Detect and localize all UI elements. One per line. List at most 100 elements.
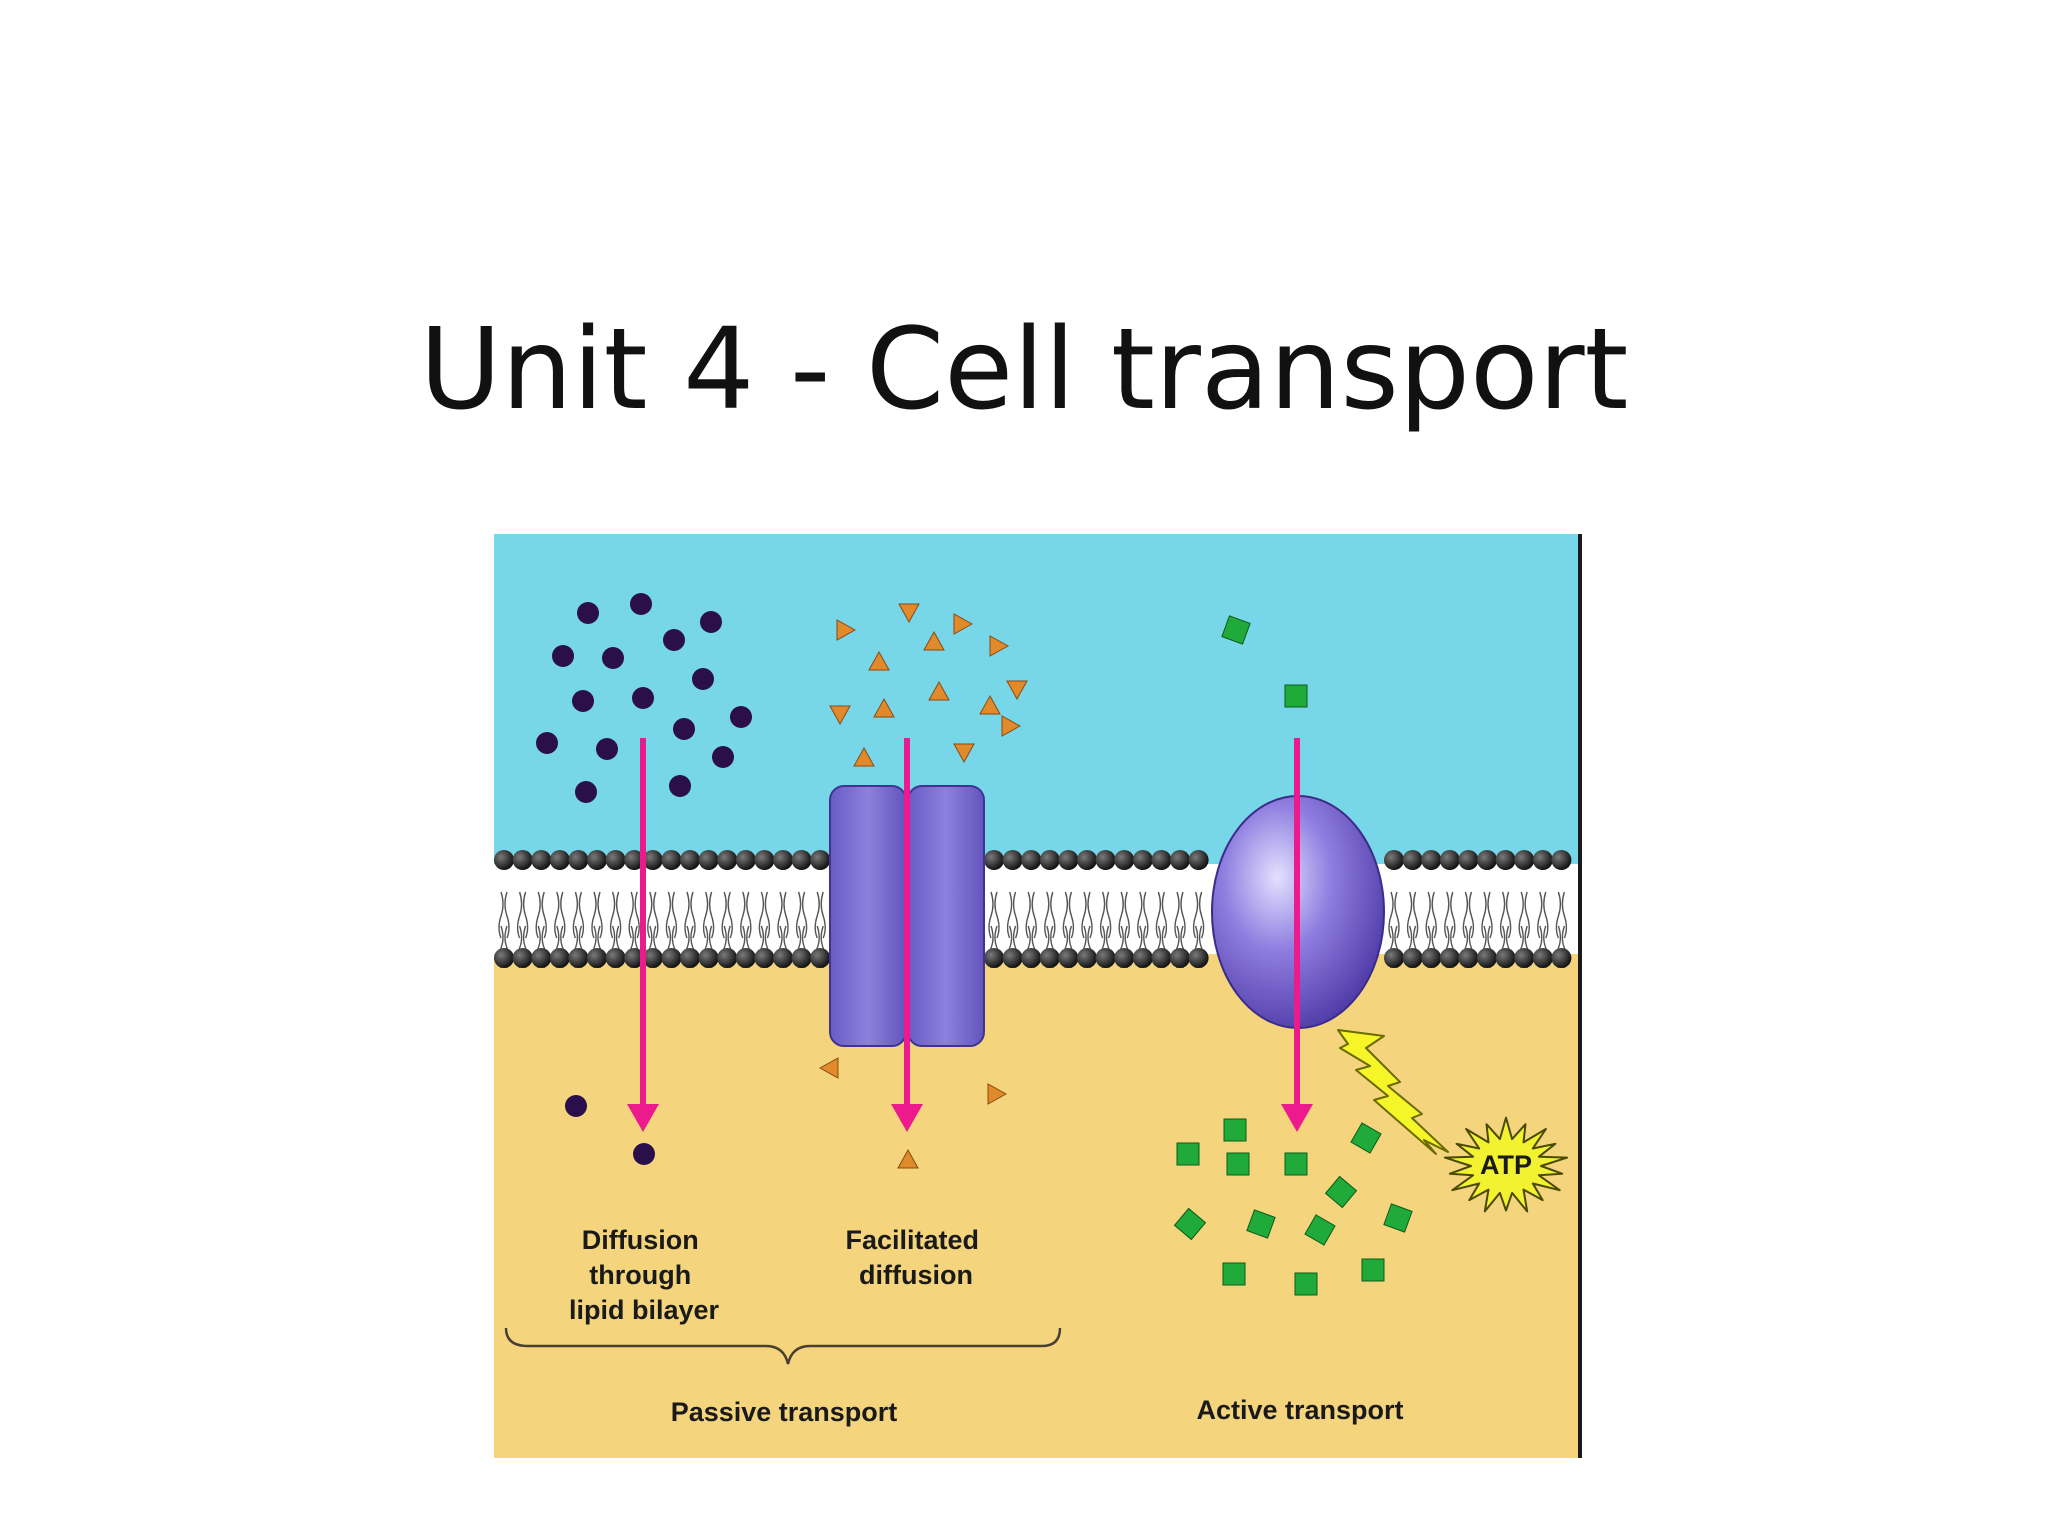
solute-dot xyxy=(572,690,594,712)
solute-dot xyxy=(669,775,691,797)
lipid-tail xyxy=(1155,891,1168,939)
solute-dot xyxy=(673,718,695,740)
lipid-head xyxy=(1384,948,1404,968)
lipid-head xyxy=(680,948,700,968)
lipid-tail xyxy=(1044,891,1056,939)
lipid-head xyxy=(1384,850,1404,870)
solute-triangle xyxy=(853,746,875,767)
lipid-tail xyxy=(1006,891,1019,939)
lipid-head xyxy=(1021,850,1042,870)
energy-bolt-icon xyxy=(1337,1029,1449,1155)
diffusion-label-line-2: through xyxy=(589,1260,691,1290)
membrane-core xyxy=(494,864,1582,954)
diffusion-label: Diffusion through lipid bilayer xyxy=(569,1225,720,1325)
lipid-head xyxy=(1095,948,1116,968)
lipid-head xyxy=(1188,948,1209,968)
lipid-head xyxy=(494,948,514,968)
lipid-tail xyxy=(1118,891,1130,939)
lipid-tail xyxy=(814,891,826,939)
lipid-tail xyxy=(1137,891,1149,939)
lipid-tail xyxy=(516,891,529,939)
lipid-tail xyxy=(591,891,603,939)
lipid-head xyxy=(791,850,812,870)
lipid-head xyxy=(1132,850,1153,870)
lipid-tail xyxy=(1555,891,1568,939)
solute-square xyxy=(1294,1272,1318,1296)
lipid-head xyxy=(698,948,719,968)
diffusion-label-line-1: Diffusion xyxy=(582,1225,699,1255)
lipid-head xyxy=(1095,850,1116,870)
lipid-head xyxy=(1495,948,1516,968)
solute-triangle xyxy=(818,1057,839,1079)
extracellular-space xyxy=(494,534,1582,864)
lipid-head xyxy=(661,850,682,870)
lipid-head xyxy=(1439,850,1460,870)
lipid-head xyxy=(624,948,645,968)
lipid-head xyxy=(810,948,831,968)
lipid-head xyxy=(531,850,552,870)
lipid-head xyxy=(984,850,1004,870)
solute-square xyxy=(1284,1152,1308,1176)
lipid-tail xyxy=(684,891,696,939)
lipid-head xyxy=(1002,948,1023,968)
lipid-head xyxy=(1114,850,1135,870)
solute-triangle xyxy=(953,613,974,635)
solute-square xyxy=(1226,1152,1250,1176)
lipid-head xyxy=(1151,850,1172,870)
lipid-head xyxy=(605,948,626,968)
solute-triangle xyxy=(953,743,975,764)
transport-arrows xyxy=(627,738,1313,1132)
lipid-head xyxy=(1170,948,1190,968)
passive-bracket xyxy=(504,1327,1062,1365)
lipid-head xyxy=(1495,850,1516,870)
lipid-tail xyxy=(1388,891,1400,939)
solute-square xyxy=(1350,1122,1382,1154)
lipid-head xyxy=(1421,948,1442,968)
lipid-head xyxy=(1170,850,1190,870)
lipid-head xyxy=(1532,850,1553,870)
lipid-tail xyxy=(1025,891,1037,939)
lipid-head xyxy=(1188,850,1209,870)
lipid-head xyxy=(735,850,756,870)
solute-dot xyxy=(730,706,752,728)
lipid-head xyxy=(549,948,570,968)
solute-triangle xyxy=(989,635,1010,657)
lipid-tail xyxy=(1192,891,1205,939)
active-transport-label: Active transport xyxy=(1196,1395,1403,1425)
solute-dot xyxy=(575,781,597,803)
solute-square xyxy=(1361,1258,1385,1282)
solute-square xyxy=(1284,684,1308,708)
lipid-head xyxy=(624,850,645,870)
solute-triangle xyxy=(898,603,920,624)
lipid-head xyxy=(1458,850,1479,870)
lipid-head xyxy=(791,948,812,968)
solute-dot xyxy=(700,611,722,633)
channel-protein xyxy=(829,785,985,1047)
solute-square xyxy=(1246,1209,1276,1239)
solute-molecules xyxy=(536,593,1413,1296)
lipid-head xyxy=(549,850,570,870)
lipid-tail xyxy=(572,891,585,939)
lipid-head xyxy=(512,948,533,968)
lipid-head xyxy=(1439,948,1460,968)
solute-dot xyxy=(596,738,618,760)
lipid-tail xyxy=(740,891,752,939)
lipid-head xyxy=(754,850,775,870)
lipid-head xyxy=(1477,850,1497,870)
solute-dot xyxy=(712,746,734,768)
solute-dot xyxy=(692,668,714,690)
facilitated-label-line-2: diffusion xyxy=(859,1260,973,1290)
lipid-head xyxy=(984,948,1004,968)
lipid-head xyxy=(642,850,663,870)
lipid-tail xyxy=(1537,891,1549,939)
lipid-head xyxy=(1421,850,1442,870)
lipid-head xyxy=(512,850,533,870)
lipid-head xyxy=(1077,850,1097,870)
lipid-tail xyxy=(498,891,510,939)
facilitated-label-line-1: Facilitated xyxy=(845,1225,979,1255)
diffusion-label-line-3: lipid bilayer xyxy=(569,1295,720,1325)
solute-dot xyxy=(536,732,558,754)
lipid-tail xyxy=(1444,891,1456,939)
solute-dot xyxy=(632,687,654,709)
solute-triangle xyxy=(1006,680,1028,701)
